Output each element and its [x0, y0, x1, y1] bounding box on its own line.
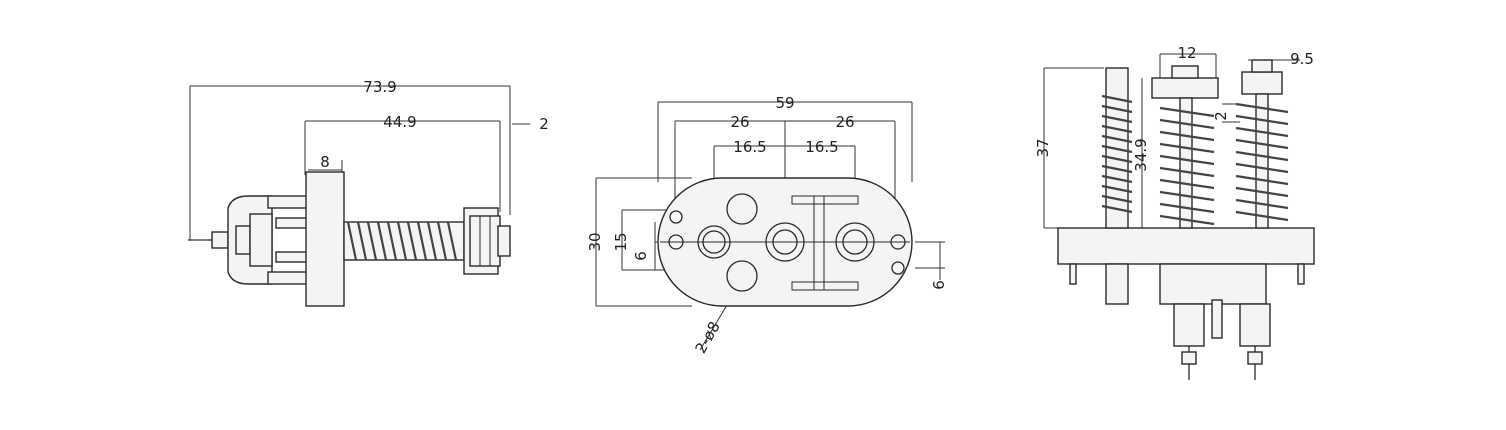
dim-cap-width: 12: [1177, 44, 1196, 62]
dim-spring-height: 34.9: [1132, 138, 1150, 171]
dim-left-half: 26: [730, 113, 749, 131]
dim-right-inner: 16.5: [805, 138, 838, 156]
front-plate: [657, 177, 913, 307]
dim-right-half: 26: [835, 113, 854, 131]
dim-flange: 8: [320, 153, 330, 171]
dim-overall-length: 73.9: [363, 78, 396, 96]
dim-spring-length: 44.9: [383, 113, 416, 131]
dim-tip: 2: [539, 115, 549, 133]
dim-offset-right: 6: [930, 280, 948, 290]
side-view: 73.9 44.9 2 8: [188, 78, 549, 307]
dim-holes: 2-ø8: [691, 318, 723, 356]
dim-gap: 2: [1212, 111, 1230, 121]
dim-offset-left: 6: [632, 251, 650, 261]
side-dimensions: [189, 85, 530, 240]
front-view: 59 26 26 16.5 16.5 30 15 6 6 2-ø8: [586, 94, 948, 357]
dim-inner-height: 15: [612, 232, 630, 251]
end-view: 37 34.9 12 9.5 2: [1034, 44, 1315, 380]
dim-left-inner: 16.5: [733, 138, 766, 156]
dim-width: 59: [775, 94, 794, 112]
dim-total-height: 37: [1034, 138, 1052, 157]
side-probe: [188, 171, 511, 307]
end-assembly: [1057, 59, 1315, 380]
dim-height: 30: [586, 232, 604, 251]
dim-cap-width-2: 9.5: [1290, 50, 1314, 68]
